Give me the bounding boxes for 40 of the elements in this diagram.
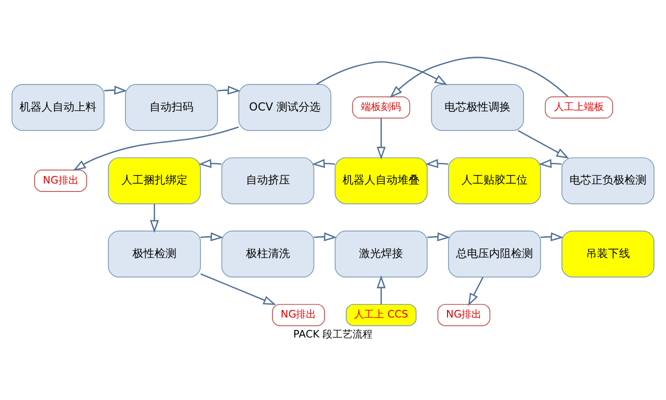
node-box: 人工上端板 xyxy=(544,96,614,118)
node-box: 端板刻码 xyxy=(352,96,410,118)
node-box: 电芯正负极检测 xyxy=(561,156,654,204)
node-box: 机器人自动上料 xyxy=(12,84,105,130)
node-box: 电芯极性调换 xyxy=(431,84,524,130)
node-box: NG排出 xyxy=(272,303,325,326)
arrow xyxy=(73,126,239,170)
node-box: 极柱清洗 xyxy=(221,230,314,278)
node-box: 总电压内阻检测 xyxy=(448,230,542,278)
arrow xyxy=(314,232,337,241)
arrow xyxy=(376,118,386,160)
node-box: 自动挤压 xyxy=(221,156,314,204)
node-box: 人工捆扎绑定 xyxy=(108,156,201,204)
arrow xyxy=(198,158,222,168)
arrow xyxy=(217,85,240,94)
arrow xyxy=(425,158,448,168)
node-box: OCV 测试分选 xyxy=(238,84,332,130)
arrow xyxy=(540,232,564,241)
node-box: 自动扫码 xyxy=(124,84,218,130)
arrow xyxy=(200,272,276,304)
node-box: 人工上 CCS xyxy=(346,303,417,326)
node-box: NG排出 xyxy=(437,303,490,326)
arrow xyxy=(150,203,159,232)
arrow xyxy=(200,232,224,241)
arrow xyxy=(518,130,570,158)
node-box: 吊装下线 xyxy=(561,230,654,278)
caption: PACK 段工艺流程 xyxy=(293,328,373,340)
node-box: 人工贴胶工位 xyxy=(448,156,542,204)
arrow xyxy=(390,56,568,98)
node-box: 极性检测 xyxy=(108,230,201,278)
arrow xyxy=(376,274,386,304)
node-box: 激光焊接 xyxy=(334,230,428,278)
arrow xyxy=(427,232,450,241)
arrow xyxy=(468,276,484,306)
node-box: 机器人自动堆叠 xyxy=(334,156,428,204)
arrow xyxy=(316,60,448,85)
arrow xyxy=(104,85,128,94)
node-box: NG排出 xyxy=(34,169,88,192)
arrow xyxy=(312,158,335,168)
arrow xyxy=(538,158,562,168)
